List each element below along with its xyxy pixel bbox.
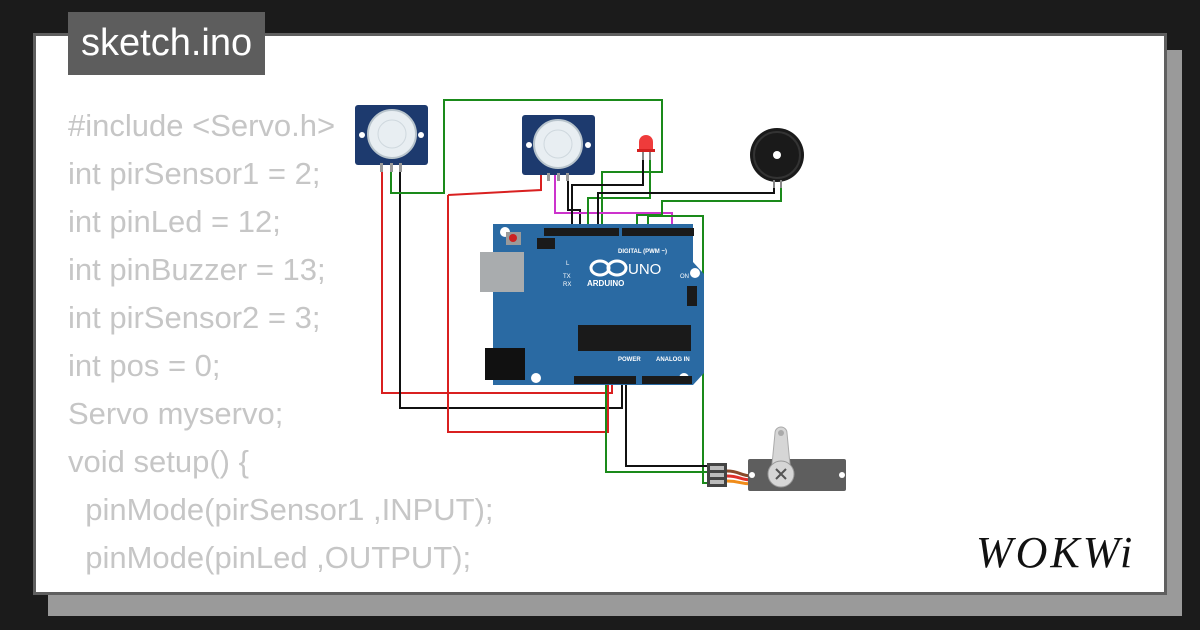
code-preview: #include <Servo.h> int pirSensor1 = 2; int… <box>68 102 516 592</box>
code-line: int pinBuzzer = 13; <box>68 252 326 287</box>
wire-red-pir2 <box>447 170 542 196</box>
code-line: pinMode(pinBuzzer ,OUTPUT); <box>68 582 516 592</box>
wire-green-servo-signal <box>647 215 712 484</box>
code-line: int pos = 0; <box>68 348 221 383</box>
wires <box>381 99 782 484</box>
code-line: int pirSensor1 = 2; <box>68 156 321 191</box>
analog-header-label: ANALOG IN <box>656 357 690 363</box>
tx-led-label: TX <box>563 274 571 280</box>
power-header-label: POWER <box>618 357 641 363</box>
board-model-label: UNO <box>628 261 661 278</box>
l-led-label: L <box>566 261 570 267</box>
wire-green-servo-vcc <box>605 385 712 473</box>
buzzer <box>750 128 804 188</box>
code-line: pinMode(pinLed ,OUTPUT); <box>68 540 472 575</box>
wire-red-power <box>447 195 609 433</box>
rx-led-label: RX <box>563 282 571 288</box>
code-line: void setup() { <box>68 444 249 479</box>
wire-green-buzzer <box>636 180 782 230</box>
code-line: pinMode(pirSensor1 ,INPUT); <box>68 492 494 527</box>
wire-magenta-pir2 <box>554 172 673 230</box>
code-line: Servo myservo; <box>68 396 284 431</box>
code-line: int pirSensor2 = 3; <box>68 300 321 335</box>
wokwi-logo: WOKWi <box>976 528 1136 577</box>
pir-sensor-1 <box>355 105 428 172</box>
code-line: #include <Servo.h> <box>68 108 336 143</box>
arduino-logo-icon <box>589 259 628 277</box>
wire-black-pir1 <box>399 170 623 409</box>
pir-sensor-2 <box>522 115 595 181</box>
code-line: int pinLed = 12; <box>68 204 281 239</box>
wire-black-pir2 <box>567 172 581 230</box>
digital-header-label: DIGITAL (PWM ~) <box>618 249 667 255</box>
wire-green-pir1 <box>390 99 663 230</box>
wire-green-led <box>587 158 651 230</box>
wire-black-led <box>571 158 644 230</box>
on-led-label: ON <box>680 274 689 280</box>
servo-screw-icon <box>775 468 787 480</box>
board-brand-label: ARDUINO <box>587 279 624 288</box>
wire-red-pir1 <box>381 170 613 394</box>
wire-black-servo-gnd <box>625 385 712 467</box>
led <box>637 135 655 160</box>
servo-motor <box>707 426 846 491</box>
wire-black-buzzer <box>597 180 775 230</box>
sketch-filename-tab: sketch.ino <box>68 12 266 75</box>
arduino-uno-board: UNO ARDUINO DIGITAL (PWM ~) ANALOG IN PO… <box>480 224 704 385</box>
